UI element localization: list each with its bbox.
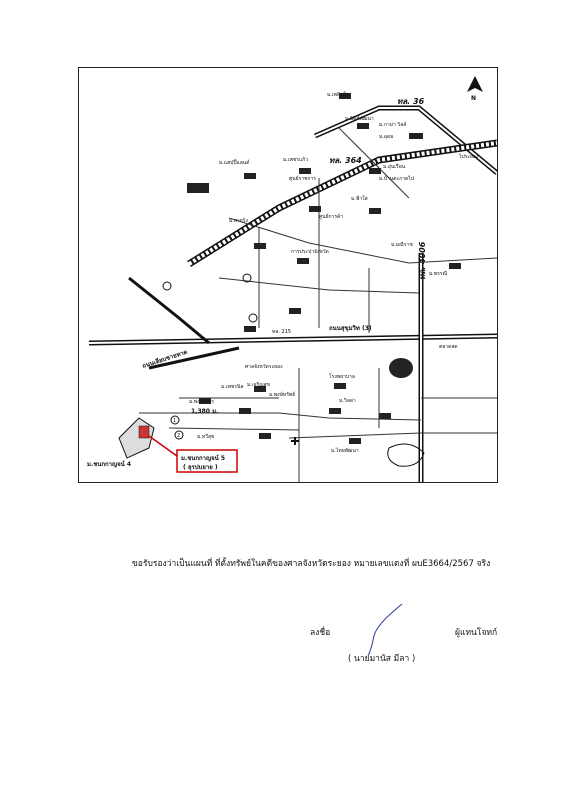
place-label: ม.อุ่นเรือน <box>383 163 406 170</box>
svg-text:1: 1 <box>173 418 176 424</box>
highway-364: ทล. 364 <box>187 139 497 267</box>
place-label: ม.สายรุ้ง <box>229 217 248 224</box>
bottom-left-label: ม.ชนกกาญจน์ 4 <box>87 460 131 468</box>
beach-road: ถนนเลียบชายหาด <box>128 276 240 370</box>
marker-2 <box>174 430 184 440</box>
village-icon <box>199 398 211 404</box>
certification-text: ขอรับรองว่าเป็นแผนที่ ที่ตั้งทรัพย์ในคดี… <box>132 559 491 569</box>
marker-1 <box>170 415 180 425</box>
highway-4006-label: ทล. 4006 <box>418 241 427 280</box>
village-icon <box>297 258 309 264</box>
place-label: ม.เพลินใจ <box>327 91 349 98</box>
sign-label: ลงชื่อ <box>310 628 331 638</box>
village-icons <box>187 93 461 444</box>
village-icon <box>449 263 461 269</box>
place-label: ม.บ้านตะกาดไป <box>379 175 414 182</box>
place-label: การประปาจังหวัด <box>291 249 329 255</box>
village-icon <box>334 383 346 389</box>
place-label: ม.แฮปปี้แลนด์ <box>219 157 249 166</box>
target-property: ม.ชนกกาญจน์ 5 ( ลุรปบยาย ) <box>118 417 238 473</box>
target-label-box <box>176 449 238 473</box>
place-label: ม.กาม่า วิลล์ <box>379 121 406 128</box>
sukhumvit-road: ถนนสุขุมวิท (3) <box>88 324 497 346</box>
village-icon <box>369 208 381 214</box>
sukhumvit-label: ถนนสุขุมวิท (3) <box>329 324 372 332</box>
signature <box>367 603 403 657</box>
secondary-roads <box>139 127 497 482</box>
place-label: ม.เพชรแก้ว <box>283 156 308 163</box>
signer-role: ผู้แทนโจทก์ <box>455 628 498 638</box>
place-label: ม.วิลล่า <box>339 397 356 404</box>
place-label: ม.เจริญสุข <box>247 381 270 388</box>
village-icon <box>259 433 271 439</box>
place-label: โรงพยาบาล <box>329 373 355 380</box>
village-icon <box>254 243 266 249</box>
location-map: N ทล. 36 ทล. 364 ถนนสุขุมวิท (3) ทล. 400… <box>78 67 498 483</box>
village-icon <box>239 408 251 414</box>
place-label: ไประยอง <box>458 153 479 160</box>
place-label: ม.พงษ์ทรัพย์ <box>269 391 295 398</box>
target-line-2: ( ลุรปบยาย ) <box>183 463 218 471</box>
target-pointer <box>148 435 178 457</box>
road-markers: 1 2 <box>162 273 258 440</box>
village-icon <box>299 168 311 174</box>
village-icon <box>339 93 351 99</box>
village-icon <box>357 123 369 129</box>
place-label: ตลาดสด <box>439 344 458 350</box>
signer-name: ( นายมานัส มีลา ) <box>348 654 416 664</box>
village-icon <box>379 413 391 419</box>
svg-text:N: N <box>471 95 476 102</box>
lake-shape <box>387 443 425 467</box>
svg-text:2: 2 <box>177 433 180 439</box>
beach-road-label: ถนนเลียบชายหาด <box>141 348 188 370</box>
highway-4006: ทล. 4006 <box>418 241 427 482</box>
place-label: ม.เพชรนิล <box>221 383 243 390</box>
place-label: ม.ฟ้าใส <box>351 195 368 202</box>
stadium-icon <box>389 358 413 378</box>
distance-label: 1,380 ม. <box>191 408 218 415</box>
place-label: ม.ไทยพัฒนา <box>331 447 359 454</box>
highway-36: ทล. 36 <box>313 97 497 175</box>
place-label: ศาลจังหวัดระยอง <box>245 364 283 370</box>
village-icon <box>329 408 341 414</box>
village-icon <box>289 308 301 314</box>
road-215-label: ทล. 215 <box>272 329 291 335</box>
village-icon <box>254 386 266 392</box>
village-icon <box>244 173 256 179</box>
village-icon <box>409 133 423 139</box>
place-label: ม.ทวีสุข <box>197 433 214 440</box>
map-drawing: N ทล. 36 ทล. 364 ถนนสุขุมวิท (3) ทล. 400… <box>87 76 497 482</box>
north-arrow-icon: N <box>467 76 483 102</box>
target-line-1: ม.ชนกกาญจน์ 5 <box>181 454 225 462</box>
place-label: ม.มิตต์พัฒนา <box>345 115 374 122</box>
hospital-icon <box>291 437 299 445</box>
village-icon <box>349 438 361 444</box>
place-label: ม.พรรณี <box>429 270 448 277</box>
bus-station-icon <box>187 183 209 193</box>
place-label: ศูนย์ราชการ <box>289 175 316 182</box>
highway-364-label: ทล. 364 <box>329 156 362 165</box>
highway-36-label: ทล. 36 <box>397 97 425 106</box>
place-label: ม.พงศ์เพชร <box>189 398 214 405</box>
place-label: ม.อุดม <box>379 134 393 140</box>
place-label: ม.มณีราช <box>391 241 413 248</box>
village-icon <box>244 326 256 332</box>
place-label: ศูนย์การค้า <box>319 213 343 220</box>
target-plot-marker <box>138 425 150 439</box>
village-icon <box>369 168 381 174</box>
village-icon <box>309 206 321 212</box>
